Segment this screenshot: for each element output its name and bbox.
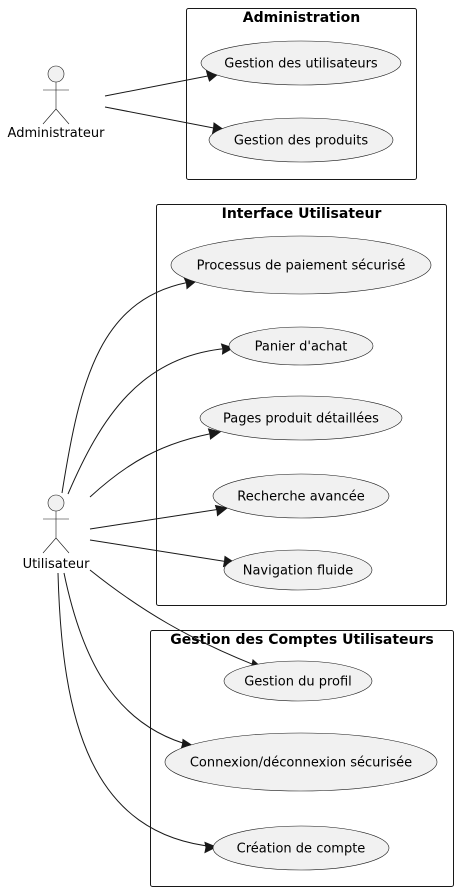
use-case-ellipse [212,473,390,519]
link-utilisateur-recherche [89,507,228,530]
use-case-profil: Gestion du profil [223,660,373,702]
use-case-ellipse [223,549,373,591]
link-utilisateur-panier [67,347,234,495]
package-frame [186,8,417,180]
use-case-ellipse [199,395,403,441]
link-utilisateur-navigation [89,539,236,564]
use-case-label: Gestion des produits [234,134,368,149]
association-links [57,70,264,854]
actor-label: Administrateur [8,126,106,141]
use-case-ellipse [223,660,373,702]
use-case-ellipse [170,235,432,295]
use-case-creation-compte: Création de compte [212,825,390,871]
link-utilisateur-profil [89,569,263,669]
package-frame [156,204,447,606]
use-case-connexion: Connexion/déconnexion sécurisée [164,732,438,792]
use-case-label: Processus de paiement sécurisé [197,259,406,274]
arrowhead [220,343,235,355]
use-case-ellipse [164,732,438,792]
use-case-ellipse [228,326,374,366]
use-case-pages-produit: Pages produit détaillées [199,395,403,441]
use-case-paiement: Processus de paiement sécurisé [170,235,432,295]
actor-utilisateur: Utilisateur [23,494,91,572]
link-admin-gestion-produits [104,106,225,131]
use-case-ellipse [200,40,402,86]
actor-body-icon [42,82,70,125]
arrowhead [214,504,229,517]
link-admin-gestion-utilisateurs [104,73,219,97]
package-gestion-comptes: Gestion des Comptes Utilisateurs [150,630,454,887]
link-utilisateur-pages-produit [89,431,221,498]
package-title: Administration [243,10,360,26]
use-case-label: Panier d'achat [255,340,348,355]
use-case-ellipse [212,825,390,871]
use-case-ellipse [208,117,394,163]
actor-head-icon [47,65,65,83]
arrowhead [207,428,222,440]
package-interface-utilisateur: Interface Utilisateur [156,204,447,606]
package-title: Gestion des Comptes Utilisateurs [170,632,434,648]
actor-body-icon [42,511,70,554]
use-case-label: Connexion/déconnexion sécurisée [190,756,412,771]
use-case-label: Création de compte [237,842,366,857]
actor-administrateur: Administrateur [8,65,106,141]
package-administration: Administration [186,8,417,180]
link-utilisateur-connexion [63,572,194,747]
use-case-label: Recherche avancée [237,490,364,505]
link-utilisateur-creation-compte [57,572,217,848]
link-utilisateur-paiement [61,280,197,494]
arrowhead [204,841,218,854]
use-case-label: Navigation fluide [243,564,354,579]
use-case-recherche: Recherche avancée [212,473,390,519]
package-frame [150,630,454,887]
actor-head-icon [47,494,65,512]
use-case-panier: Panier d'achat [228,326,374,366]
use-case-label: Gestion des utilisateurs [224,57,378,72]
use-case-label: Gestion du profil [244,675,352,690]
use-case-navigation: Navigation fluide [223,549,373,591]
actor-label: Utilisateur [23,557,91,572]
use-case-label: Pages produit détaillées [223,412,379,427]
use-case-gestion-utilisateurs: Gestion des utilisateurs [200,40,402,86]
use-case-gestion-produits: Gestion des produits [208,117,394,163]
package-title: Interface Utilisateur [222,206,382,222]
